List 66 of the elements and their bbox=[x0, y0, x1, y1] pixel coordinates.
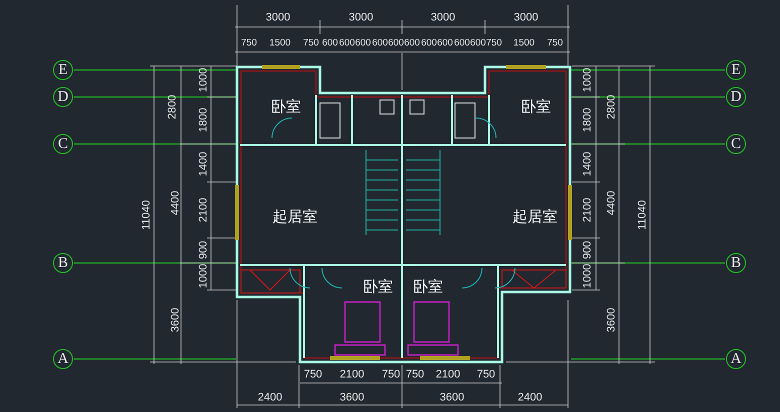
dimension-text: 750 bbox=[406, 370, 424, 380]
room-label: 起居室 bbox=[272, 210, 318, 224]
dimension-text: 2100 bbox=[582, 198, 594, 222]
dimension-text: 750 bbox=[382, 370, 400, 380]
dimension-text: 11040 bbox=[638, 200, 648, 230]
grid-axis-bubble: B bbox=[726, 253, 746, 273]
room-label: 卧室 bbox=[271, 100, 301, 114]
dimension-text: 2400 bbox=[518, 392, 542, 404]
dimension-text: 750 bbox=[476, 370, 496, 380]
dimension-text: 3600 bbox=[170, 308, 182, 332]
dimension-text: 750 bbox=[303, 38, 319, 48]
dimension-text: 1000 bbox=[198, 68, 210, 92]
dimension-text: 600 bbox=[454, 38, 470, 48]
dimension-text: 11040 bbox=[142, 200, 152, 230]
dimension-text: 600 bbox=[470, 38, 486, 48]
dimension-text: 1000 bbox=[582, 68, 594, 92]
dimension-text: 3600 bbox=[340, 392, 364, 404]
dimension-text: 1500 bbox=[513, 38, 535, 48]
dimension-text: 600 bbox=[355, 38, 371, 48]
dimension-text: 1400 bbox=[582, 152, 594, 176]
grid-axis-bubble: E bbox=[53, 60, 73, 80]
grid-axis-bubble: D bbox=[726, 87, 746, 107]
room-label: 卧室 bbox=[521, 100, 551, 114]
dimension-text: 750 bbox=[241, 38, 257, 48]
grid-axis-bubble: D bbox=[53, 87, 73, 107]
dimension-text: 2100 bbox=[198, 198, 210, 222]
dimension-text: 600 bbox=[372, 38, 388, 48]
dimension-text: 4400 bbox=[170, 190, 182, 216]
room-label: 起居室 bbox=[512, 210, 558, 224]
dimension-text: 600 bbox=[421, 38, 437, 48]
dimension-text: 2800 bbox=[168, 94, 178, 120]
dimension-text: 900 bbox=[198, 240, 210, 260]
grid-axis-bubble: E bbox=[726, 60, 746, 80]
dimension-text: 3600 bbox=[606, 308, 618, 332]
dimension-text: 600 bbox=[388, 38, 404, 48]
dimension-text: 3000 bbox=[514, 12, 538, 24]
grid-axis-bubble: C bbox=[726, 134, 746, 154]
dimension-text: 2800 bbox=[606, 94, 618, 120]
dimension-text: 750 bbox=[304, 370, 322, 380]
dimension-text: 3000 bbox=[266, 12, 290, 24]
room-label: 卧室 bbox=[363, 280, 393, 294]
dimension-text: 1500 bbox=[269, 38, 291, 48]
dimension-text: 900 bbox=[582, 240, 594, 260]
room-label: 卧室 bbox=[413, 280, 443, 294]
dimension-text: 1800 bbox=[582, 108, 594, 132]
dimension-text: 3000 bbox=[348, 12, 374, 24]
dimension-text: 1400 bbox=[198, 152, 210, 176]
dimension-text: 600 bbox=[404, 38, 420, 48]
dimension-text: 1000 bbox=[582, 264, 594, 288]
grid-axis-bubble: C bbox=[53, 134, 73, 154]
dimension-text: 600 bbox=[322, 38, 338, 48]
grid-axis-bubble: A bbox=[53, 349, 73, 369]
dimension-text: 2100 bbox=[340, 370, 364, 380]
dimension-text: 4400 bbox=[606, 190, 618, 216]
dimension-text: 600 bbox=[339, 38, 355, 48]
dimension-text: 750 bbox=[547, 38, 563, 48]
dimension-text: 750 bbox=[486, 38, 502, 48]
dimension-text: 3000 bbox=[430, 12, 456, 24]
grid-axis-bubble: B bbox=[53, 253, 73, 273]
dimension-text: 600 bbox=[437, 38, 453, 48]
dimension-text: 2400 bbox=[258, 392, 282, 404]
dimension-text: 1800 bbox=[198, 108, 210, 132]
dimension-text: 3600 bbox=[440, 392, 464, 404]
dimension-text: 1000 bbox=[198, 264, 210, 288]
grid-axis-bubble: A bbox=[726, 349, 746, 369]
dimension-text: 2100 bbox=[436, 370, 460, 380]
